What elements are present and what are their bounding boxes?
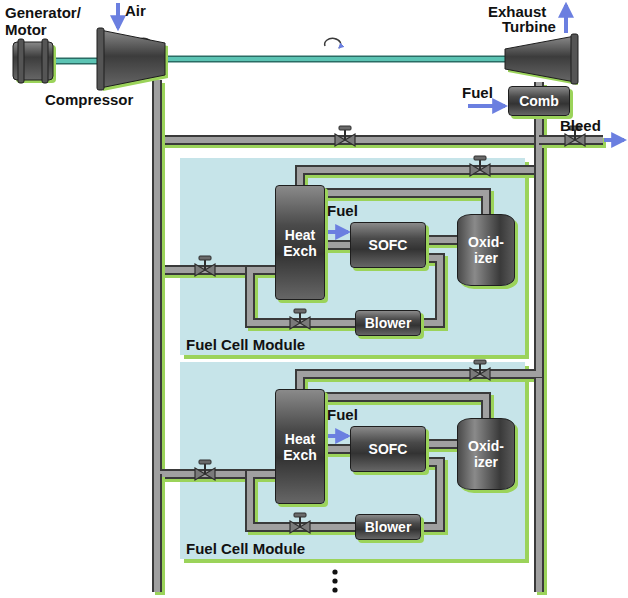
component-label: SOFC [369,441,408,457]
flow-label: Air [125,2,146,19]
component-label: SOFC [369,237,408,253]
pipe-connector [157,80,542,143]
pipe-stroke [426,439,457,449]
component-label: Compressor [45,91,175,108]
pipe-stroke [325,242,350,248]
sofc-stack: SOFC [350,222,426,268]
pipe-stroke [53,59,100,63]
machine-body [505,36,575,82]
module-label: Fuel Cell Module [186,540,525,557]
pipe-stroke [325,446,350,452]
flow-label: Fuel [327,202,358,219]
pipe-stroke [325,240,350,250]
component-label: Blower [365,315,412,331]
component-label: Oxid- izer [460,438,512,470]
fuel-arrow [468,104,505,108]
compressor: Compressor [45,25,175,110]
flow-label: Fuel [462,84,493,101]
fuel-arrow [328,230,348,234]
pipe-stroke [165,57,505,61]
component-label: Oxid- izer [460,234,512,266]
pipe-stroke [300,116,539,185]
pipe-stroke [426,235,457,245]
pipe-connector [325,449,353,452]
pipe-connector [426,444,460,447]
pipe-stroke [160,83,542,143]
pipe-stroke [157,80,539,140]
pipe-stroke [325,444,350,454]
blower: Blower [355,514,421,540]
pipe-stroke [157,80,539,140]
sofc-stack: SOFC [350,426,426,472]
heat-exchanger: Heat Exch [275,389,325,504]
rotation-arrow [325,38,341,48]
pipe-connector [300,116,542,188]
pipe-stroke [53,58,100,65]
machine-body [13,42,53,80]
flow-label: Exhaust [488,3,546,20]
shaft-line [165,59,505,60]
machine-body [100,30,165,88]
pipe-stroke [426,237,457,243]
pipe-connector [325,245,353,248]
component-label: Blower [365,519,412,535]
fuel-arrow [328,434,348,438]
pipe-stroke [300,116,539,185]
module-label: Fuel Cell Module [186,336,525,353]
air-arrow [116,3,120,28]
pipe-stroke [303,119,542,188]
valve-symbol [335,126,355,146]
pipe-connector [426,240,460,243]
oxidizer: Oxid- izer [457,418,515,490]
shape-outline [13,42,53,80]
oxidizer: Oxid- izer [457,214,515,286]
generator-motor: Generator/ Motor [5,4,97,82]
pipe-stroke [426,441,457,447]
component-label: Heat Exch [278,227,322,259]
pipe-stub [157,140,606,595]
flow-label: Fuel [327,406,358,423]
heat-exchanger: Heat Exch [275,185,325,300]
shape-outline [505,36,575,82]
component-label: Comb [519,93,559,109]
pipe-stroke [165,56,505,63]
bleed-arrow [604,138,624,142]
exhaust-arrow [564,5,568,33]
turbine: Turbine [500,18,580,82]
shaft-line [53,61,100,62]
component-label: Turbine [502,18,580,35]
continuation-dots [332,569,337,592]
combustor: Comb [508,86,570,116]
shape-outline [100,30,165,88]
component-label: Heat Exch [278,431,322,463]
flow-label: Bleed [560,117,601,134]
blower: Blower [355,310,421,336]
component-label: Generator/ Motor [5,4,97,38]
